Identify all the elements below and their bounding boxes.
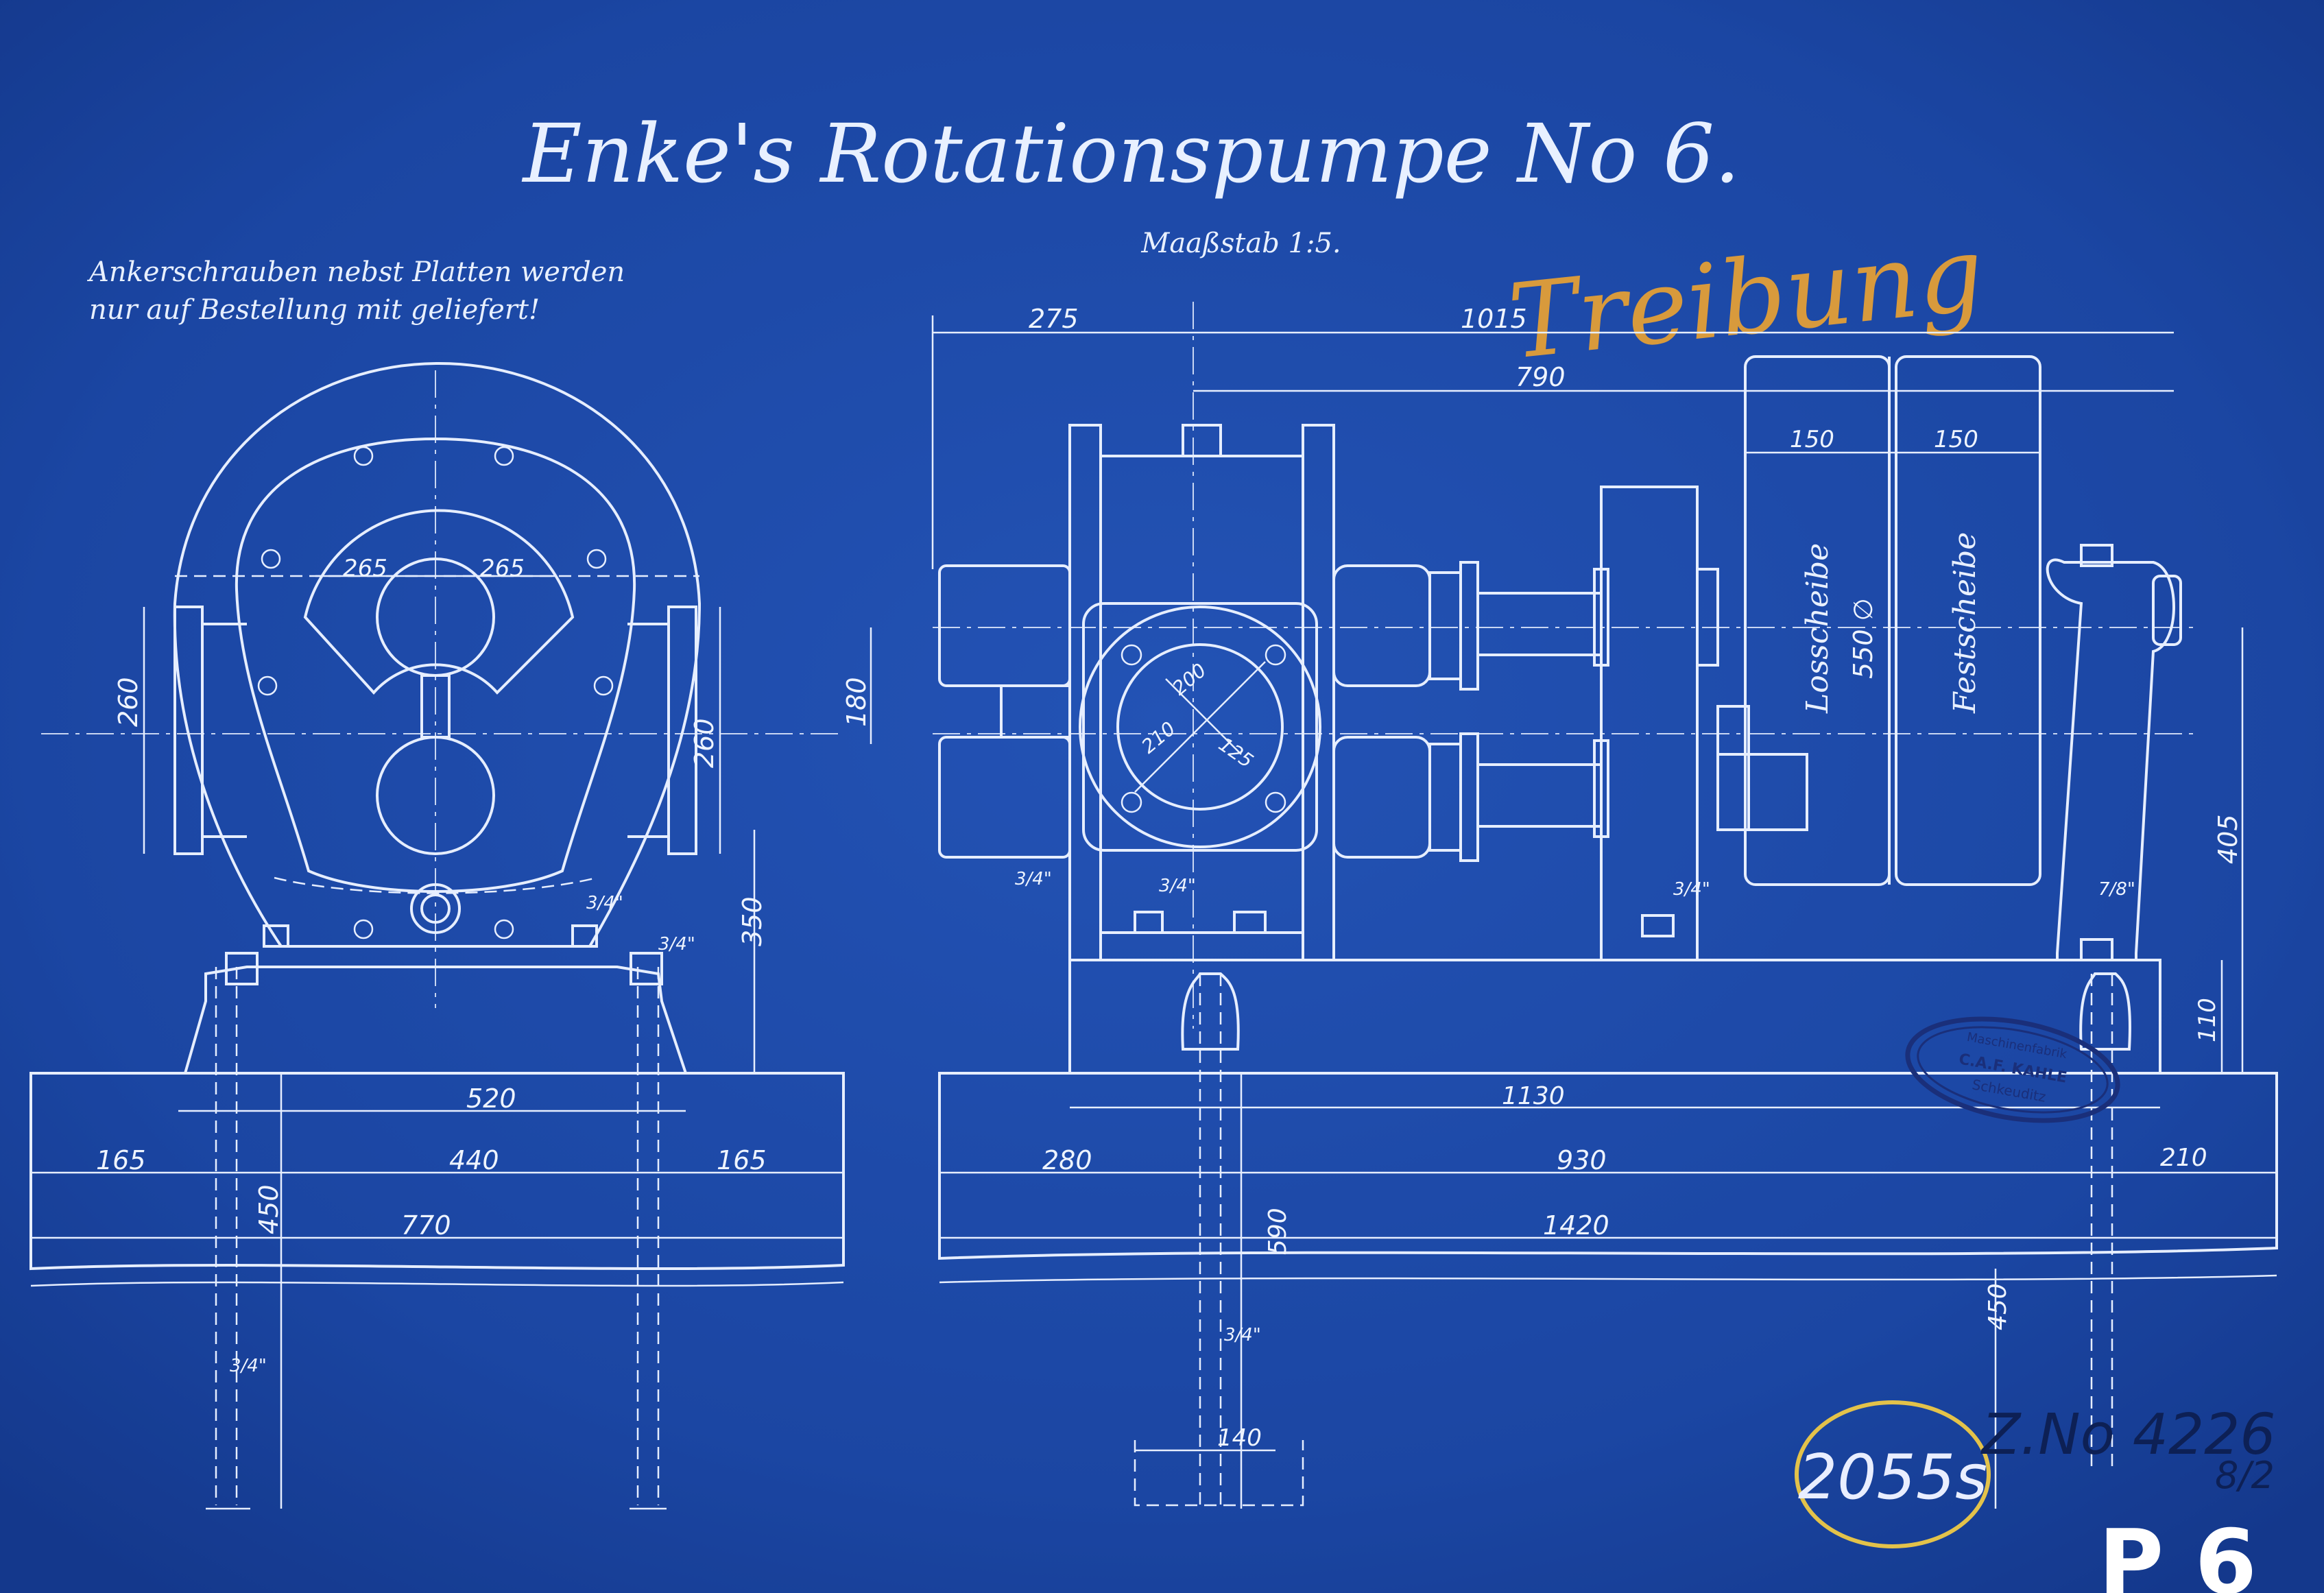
side-foundation [938,1072,2278,1260]
dim-350: 350 [737,896,767,946]
left-flange [173,606,204,855]
dim-110: 110 [2194,998,2221,1042]
port-inner [1116,643,1284,811]
bolt-hole [494,446,514,466]
fixed-pulley [1895,355,2041,886]
dim-78: 7/8" [2098,879,2135,900]
circled-number: 2055s [1798,1441,1987,1513]
dim-280: 280 [1042,1145,1092,1175]
top-nut [1182,424,1222,457]
dim-34-left-a: 3/4" [586,893,623,913]
note-line-1: Ankerschrauben nebst Platten werden [86,256,625,288]
dim-450-right: 450 [1984,1283,2012,1330]
bolt-hole [257,675,278,696]
dim-1130: 1130 [1502,1082,1565,1110]
dim-590: 590 [1264,1208,1292,1255]
dim-450-left: 450 [254,1184,284,1234]
dim-34-left-b: 3/4" [658,934,695,955]
bolt-hole [494,919,514,939]
dim-140: 140 [1217,1424,1262,1452]
dim-150-loose: 150 [1790,426,1834,453]
dim-165-left: 165 [96,1145,146,1175]
drawing-number: Z.No 4226 [1980,1402,2276,1468]
fixed-pulley-label: Festscheibe [1948,532,1982,714]
dim-790: 790 [1516,362,1566,392]
dim-210: 210 [2160,1144,2207,1172]
pump-cover-arc [303,509,575,695]
loose-pulley-label: Losscheibe [1800,543,1835,714]
bolt-hole [261,549,281,569]
end-foundation [29,1072,845,1271]
port-flange [1082,602,1318,852]
dim-275: 275 [1029,304,1079,334]
dim-34-side-a: 3/4" [1015,869,1052,889]
circled-number-ring [1795,1400,1991,1548]
dim-34-side-d: 3/4" [1224,1325,1261,1345]
end-base-plinth [184,966,687,1074]
right-flange [667,606,697,855]
dim-520: 520 [466,1083,516,1114]
dim-1015: 1015 [1461,304,1527,334]
drawing-fraction: 8/2 [2215,1454,2275,1497]
dim-1420: 1420 [1543,1210,1609,1241]
pump-inner-flange [235,437,636,893]
bolt-hole [593,675,614,696]
company-stamp: Maschinenfabrik C.A.F. KAHLE Schkeuditz [1905,1016,2120,1123]
scale-label: Maaßstab 1:5. [1140,228,1341,259]
bolt-hole [353,446,374,466]
dim-770: 770 [401,1210,451,1241]
dim-165-right: 165 [717,1145,767,1175]
dim-265-left: 265 [343,555,387,582]
dim-930: 930 [1557,1145,1607,1175]
dim-180: 180 [841,677,872,727]
foot-bolt-right [630,952,663,985]
dim-405: 405 [2213,814,2243,864]
dim-265-right: 265 [480,555,525,582]
end-view [29,361,845,1510]
pulley-diameter-label: 550 ∅ [1848,598,1878,679]
dim-34-left-c: 3/4" [230,1356,267,1376]
dim-260-left: 260 [113,677,143,727]
port-outer [1079,606,1321,848]
note-line-2: nur auf Bestellung mit geliefert! [89,294,540,326]
dim-34-side-b: 3/4" [1159,876,1196,896]
pump-housing-outline [173,361,702,948]
dim-34-side-c: 3/4" [1673,879,1710,900]
corner-mark: P 6 [2098,1510,2257,1593]
foot-bolt-left [225,952,259,985]
bolt-hole [353,919,374,939]
dim-150-fixed: 150 [1934,426,1978,453]
dim-440: 440 [449,1145,499,1175]
outboard-bearing [2046,558,2175,960]
side-view [870,302,2278,1509]
dim-260-right: 260 [689,718,719,768]
bolt-hole [586,549,607,569]
drawing-title: Enke's Rotationspumpe No 6. [521,106,1740,201]
anchor-right [2079,972,2131,1051]
